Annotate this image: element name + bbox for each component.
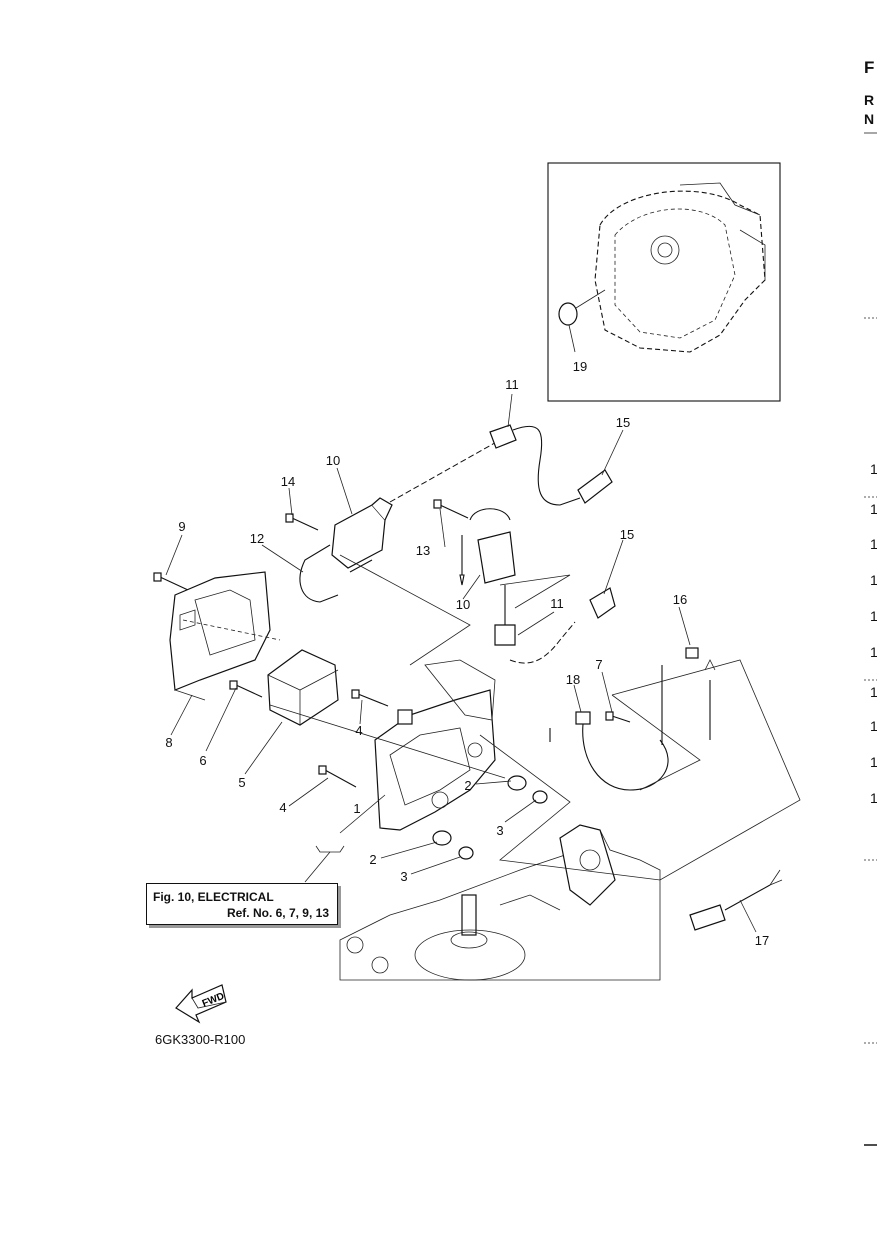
powerhead-block [339,824,661,981]
callout-3: 3 [496,823,503,838]
callout-8: 8 [165,735,172,750]
callout-15: 15 [616,415,630,430]
edge-number: 1 [870,644,877,660]
callout-10: 10 [326,453,340,468]
callout-17: 17 [755,933,769,948]
callout-6: 6 [199,753,206,768]
ignition-coil-upper [299,424,613,603]
part-5-cdi-unit [267,649,339,726]
part-1-bracket [374,659,496,831]
callout-labels: 1 2 2 3 3 4 4 5 6 7 8 9 10 10 11 11 12 1… [165,359,769,948]
grommets-collars [432,775,548,860]
plug-cap-upper [577,469,613,504]
flywheel-cover-inset [547,162,781,402]
drawing-code: 6GK3300-R100 [155,1032,246,1047]
edge-number: 1 [870,572,877,588]
edge-number: 1 [870,461,877,477]
callout-11: 11 [505,377,519,392]
lead-wire-12 [299,544,339,603]
edge-letter-r: R [864,92,875,108]
callout-15: 15 [620,527,634,542]
edge-number: 1 [870,684,877,700]
bolts [153,499,699,788]
ignition-coil-lower [459,508,616,664]
callout-9: 9 [178,519,185,534]
callout-14: 14 [281,474,295,489]
callout-4: 4 [355,723,362,738]
edge-letter-n: N [864,111,875,127]
callout-2: 2 [464,778,471,793]
part-17-sensor [689,869,783,931]
callout-2: 2 [369,852,376,867]
fwd-arrow: FWD [175,984,227,1024]
callout-13: 13 [416,543,430,558]
callout-12: 12 [250,531,264,546]
edge-number: 1 [870,536,877,552]
edge-number: 1 [870,608,877,624]
callout-10: 10 [456,597,470,612]
part-19-plug [558,302,578,326]
callout-18: 18 [566,672,580,687]
figure-reference-title: Fig. 10, ELECTRICAL [153,890,274,904]
leader-lines [165,393,757,933]
callout-3: 3 [400,869,407,884]
part-18-harness [549,659,716,791]
callout-7: 7 [595,657,602,672]
figure-reference-box: Fig. 10, ELECTRICAL Ref. No. 6, 7, 9, 13 [146,883,338,925]
edge-number: 1 [870,501,877,517]
edge-number: 1 [870,718,877,734]
figure-reference-numbers: Ref. No. 6, 7, 9, 13 [226,906,329,920]
callout-16: 16 [673,592,687,607]
callout-19: 19 [573,359,587,374]
callout-1: 1 [353,801,360,816]
edge-letter-f: F [864,58,875,77]
callout-5: 5 [238,775,245,790]
callout-4: 4 [279,800,286,815]
edge-number: 1 [870,754,877,770]
edge-marks [864,132,877,1146]
guide-lines [182,554,801,881]
plug-cap-lower [589,587,616,619]
edge-number: 1 [870,790,877,806]
callout-11: 11 [550,596,564,611]
part-8-cover [169,571,271,701]
